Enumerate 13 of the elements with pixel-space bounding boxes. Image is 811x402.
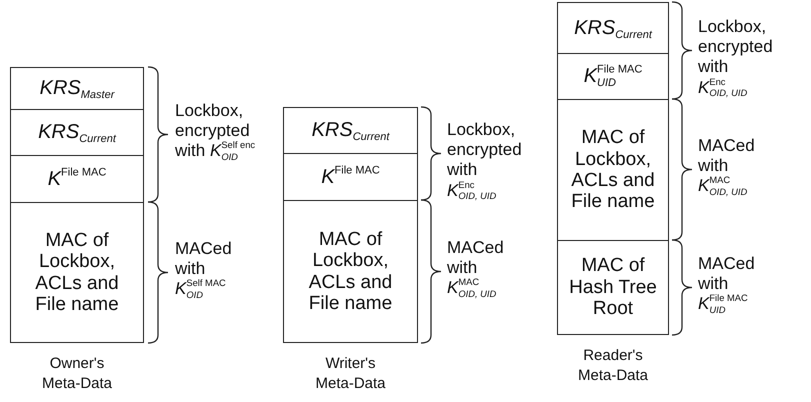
field-text: KRS$_{Current}$ [573, 16, 654, 40]
field-text: KRS$_{Master}$ [38, 77, 116, 100]
field-text: MAC of Lockbox, ACLs and File name [34, 230, 120, 316]
field-text: K$^{File MAC}$ [46, 168, 108, 190]
stack-caption: Owner's Meta-Data [40, 354, 114, 393]
field-text: KRS$_{Current}$ [37, 121, 118, 144]
field-text: KRS$_{Current}$ [310, 119, 391, 142]
field-text: MAC of Hash Tree Root [568, 255, 658, 320]
stack-caption: Reader's Meta-Data [576, 346, 650, 385]
field-text: MAC of Lockbox, ACLs and File name [308, 229, 394, 314]
field-text: MAC of Lockbox, ACLs and File name [570, 127, 656, 213]
field-text: K$^{File MAC}$ [320, 166, 381, 188]
stack-caption: Writer's Meta-Data [314, 354, 387, 393]
